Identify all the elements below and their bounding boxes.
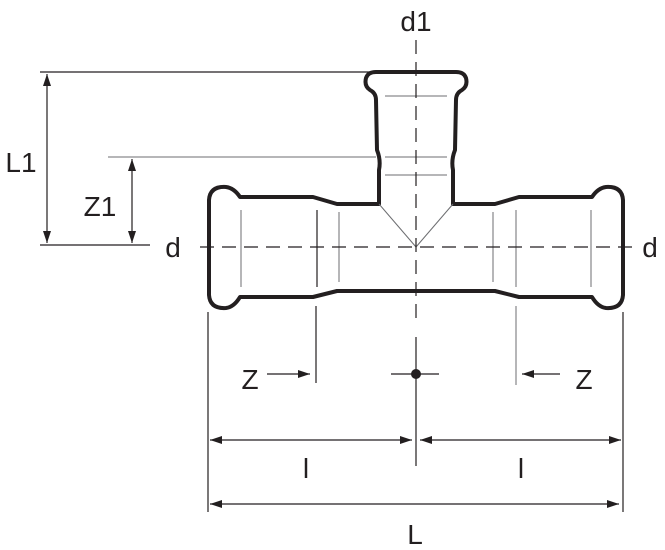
label-d-left: d (165, 232, 181, 263)
label-l-left: l (303, 453, 309, 484)
branch-dimensions (40, 71, 376, 246)
label-l-right: l (518, 453, 524, 484)
label-d-right: d (642, 232, 658, 263)
inner-lines (240, 95, 592, 287)
run-dimensions (207, 306, 624, 512)
center-point (411, 369, 421, 379)
label-Z-left: Z (241, 364, 258, 395)
label-Z-right: Z (575, 364, 592, 395)
label-L: L (407, 519, 423, 550)
label-L1: L1 (5, 147, 36, 178)
label-Z1: Z1 (84, 191, 117, 222)
label-d1: d1 (400, 6, 431, 37)
fitting-outline (207, 70, 625, 311)
